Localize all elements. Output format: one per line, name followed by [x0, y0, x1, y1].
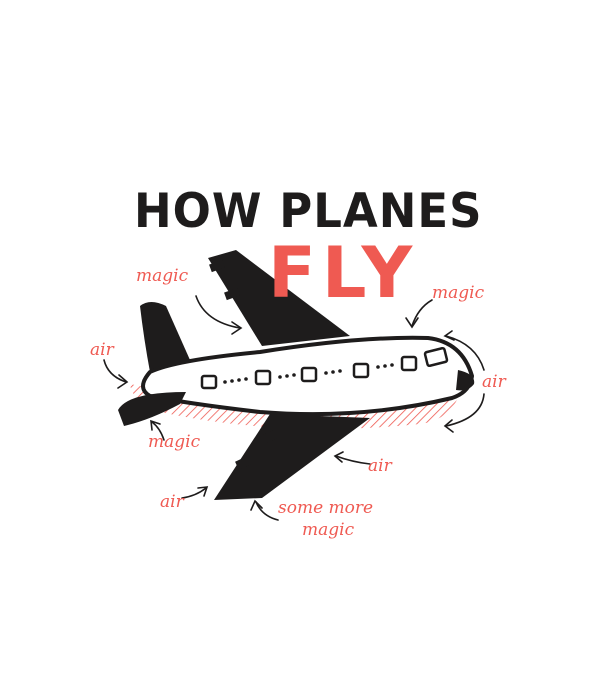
annotation-air-left: air: [90, 340, 114, 360]
annotation-air-right: air: [482, 372, 506, 392]
title-how-planes: HOW PLANES: [134, 183, 483, 239]
nose-cone: [456, 370, 475, 391]
annotation-air-bottom-center: air: [368, 456, 392, 476]
annotation-some-more: some more: [278, 498, 374, 518]
tail-stabilizer: [118, 392, 186, 426]
annotation-magic-bottom-left: magic: [148, 432, 201, 452]
annotation-air-bottom-left: air: [160, 492, 184, 512]
annotation-magic-top-left: magic: [136, 266, 189, 286]
annotation-arrows: [103, 295, 485, 521]
windows: [200, 346, 449, 390]
window-dots: [223, 363, 394, 384]
tail-fin: [140, 302, 190, 372]
annotation-magic-top-right: magic: [432, 283, 485, 303]
bottom-wing: [214, 414, 370, 500]
title-fly: FLY: [268, 232, 419, 314]
annotation-magic-last: magic: [302, 520, 355, 540]
top-wing: [208, 250, 350, 346]
